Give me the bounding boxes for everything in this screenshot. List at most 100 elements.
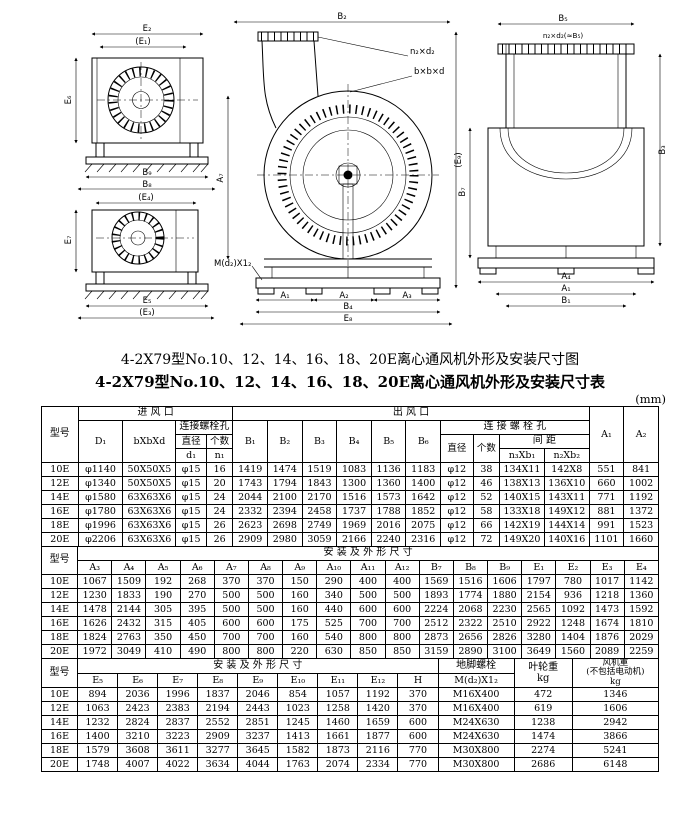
- figure-caption: 4-2X79型No.10、12、14、16、18、20E离心通风机外形及安装尺寸…: [120, 352, 580, 368]
- value-cell: 160: [282, 588, 318, 603]
- value-cell: 1360: [623, 588, 660, 603]
- value-cell: 1372: [623, 504, 659, 519]
- value-cell: 410: [145, 644, 181, 659]
- value-cell: 2230: [487, 602, 523, 617]
- value-cell: 525: [316, 616, 352, 631]
- e9-header: E₉: [237, 672, 279, 689]
- value-cell: 2240: [370, 532, 407, 547]
- leader-label: b×b×d: [414, 67, 444, 77]
- value-cell: 3611: [157, 743, 199, 759]
- bolt-note-label: n₂×d₂(≈B₅): [543, 31, 584, 40]
- value-cell: 1057: [317, 687, 359, 703]
- value-cell: 2116: [357, 743, 399, 759]
- value-cell: 1626: [77, 616, 113, 631]
- value-cell: 1063: [77, 701, 119, 717]
- value-cell: φ12: [440, 490, 474, 505]
- value-cell: 2909: [232, 532, 269, 547]
- value-cell: 2826: [487, 630, 523, 645]
- value-cell: 1136: [370, 462, 407, 477]
- value-cell: 1880: [487, 588, 523, 603]
- value-cell: 472: [513, 687, 573, 703]
- value-cell: 38: [472, 462, 501, 477]
- value-cell: 1873: [317, 743, 359, 759]
- value-cell: 2194: [197, 701, 239, 717]
- model-header: 型号: [40, 546, 79, 575]
- outlet-bolt-holes-header: 连 接 螺 栓 孔: [440, 420, 590, 435]
- model-cell: 14E: [40, 715, 79, 731]
- header-row: D₁ bXbXd 连接螺栓孔 B₁ B₂ B₃ B₄ B₅ B₆ 连 接 螺 栓…: [42, 420, 659, 463]
- value-cell: 700: [350, 616, 386, 631]
- dim-label: A₁: [561, 284, 570, 294]
- value-cell: 150: [282, 574, 318, 589]
- value-cell: 315: [145, 616, 181, 631]
- dim-label: A₂: [339, 291, 348, 301]
- model-header: 型号: [41, 406, 79, 463]
- value-cell: 4044: [237, 757, 279, 773]
- value-cell: 1067: [77, 574, 113, 589]
- value-cell: 160: [282, 602, 318, 617]
- value-cell: 1748: [77, 757, 119, 773]
- value-cell: 1248: [555, 616, 591, 631]
- value-cell: 2909: [197, 729, 239, 745]
- value-cell: φ15: [175, 462, 207, 477]
- value-cell: 370: [247, 574, 284, 589]
- header-row: 直径 个数 直径 个数 间 距: [42, 434, 659, 463]
- value-cell: φ15: [175, 490, 207, 505]
- value-cell: 190: [145, 588, 181, 603]
- value-cell: 2016: [370, 518, 407, 533]
- value-cell: 1876: [589, 630, 625, 645]
- value-cell: 370: [213, 574, 249, 589]
- e5-header: E₅: [77, 672, 119, 689]
- d1-sub-header: d₁: [175, 448, 207, 463]
- b5-header: B₅: [370, 420, 407, 463]
- value-cell: 3237: [237, 729, 279, 745]
- value-cell: 500: [213, 602, 249, 617]
- value-cell: 2068: [452, 602, 489, 617]
- unit-label: (mm): [635, 392, 666, 406]
- d1-header: D₁: [77, 420, 124, 463]
- value-cell: 1232: [77, 715, 119, 731]
- value-cell: 1300: [336, 476, 372, 491]
- value-cell: 3100: [487, 644, 523, 659]
- value-cell: 3223: [157, 729, 199, 745]
- value-cell: 1360: [370, 476, 407, 491]
- value-cell: 881: [588, 504, 625, 519]
- model-cell: 16E: [41, 504, 79, 519]
- value-cell: 2458: [301, 504, 338, 519]
- bxbxd-header: bXbXd: [122, 420, 177, 463]
- value-cell: 2259: [623, 644, 660, 659]
- outlet-count-header: 个数: [472, 434, 501, 463]
- value-cell: 2075: [405, 518, 442, 533]
- b3-header: B₃: [301, 420, 338, 463]
- col-header: A₈: [247, 560, 284, 575]
- b4-header: B₄: [336, 420, 372, 463]
- value-cell: 20: [205, 476, 234, 491]
- value-cell: 149X20: [499, 532, 545, 547]
- value-cell: 1674: [589, 616, 625, 631]
- fan-weight-header: 风机重 (不包括电动机) kg: [571, 657, 660, 689]
- impeller-weight-label: 叶轮重: [528, 662, 559, 674]
- value-cell: 660: [588, 476, 625, 491]
- value-cell: 192: [145, 574, 181, 589]
- dim-label: A₇: [216, 173, 226, 183]
- col-header: B₉: [487, 560, 523, 575]
- value-cell: 800: [350, 630, 386, 645]
- value-cell: 50X50X5: [122, 476, 177, 491]
- dim-label: B₈: [142, 180, 152, 190]
- model-cell: 16E: [40, 616, 79, 631]
- model-cell: 10E: [41, 462, 79, 477]
- value-cell: 1660: [623, 532, 659, 547]
- value-cell: 1824: [77, 630, 113, 645]
- outlet-group-header: 出 风 口: [232, 406, 590, 421]
- value-cell: 58: [472, 504, 501, 519]
- value-cell: 1218: [589, 588, 625, 603]
- value-cell: 136X10: [543, 476, 590, 491]
- drawing-motor-front-view: (E₄) E₇ E₅ (E₃): [64, 193, 215, 320]
- value-cell: 800: [384, 630, 420, 645]
- header-row: 型号 安 装 及 外 形 尺 寸: [40, 546, 659, 575]
